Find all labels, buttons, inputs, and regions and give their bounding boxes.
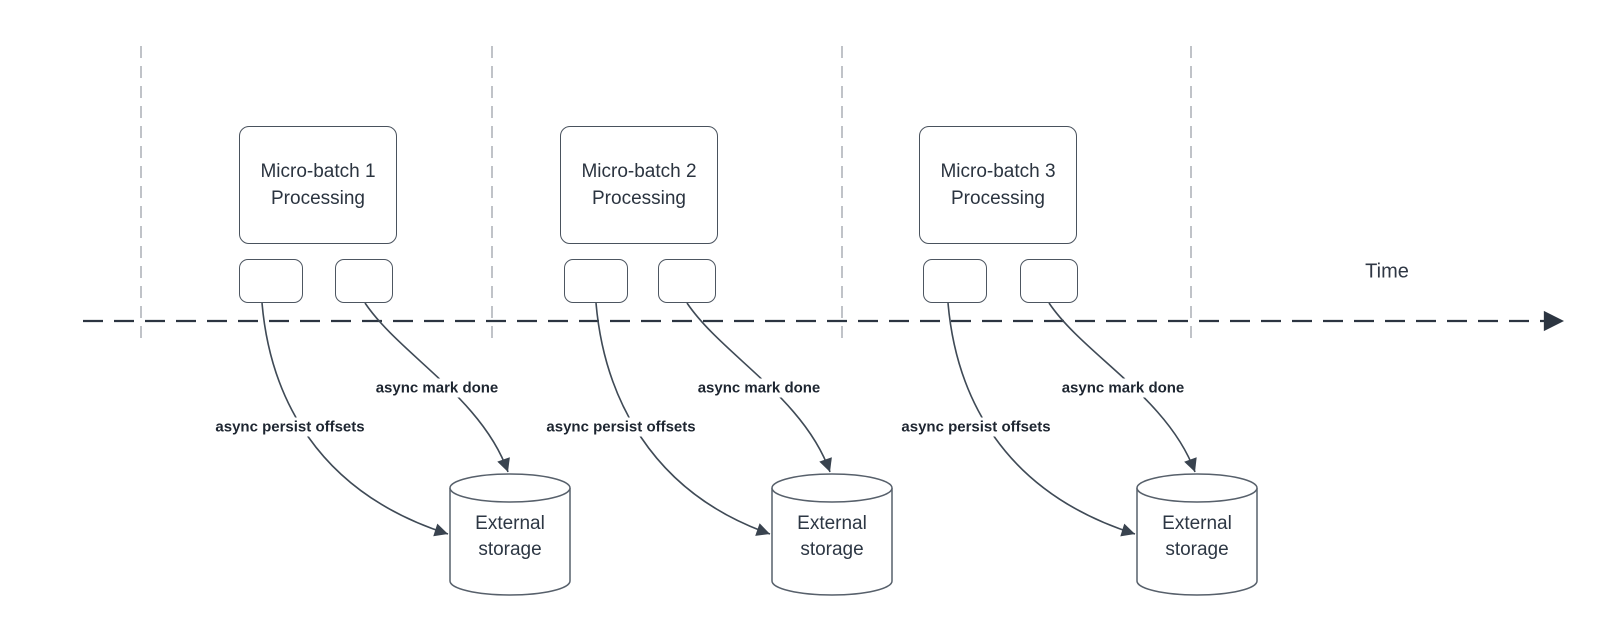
external-storage-1-label: External storage [450, 511, 570, 563]
cylinder-top [449, 473, 571, 503]
external-storage-3-label: External storage [1137, 511, 1257, 563]
batch2-persist-offsets-arrow [595, 302, 771, 536]
external-storage-2-label: External storage [772, 511, 892, 563]
batch1-mark-done-task-box [335, 259, 393, 303]
time-axis-label: Time [1365, 260, 1409, 283]
micro-batch-2-title-line2: Processing [592, 188, 686, 209]
batch3-persist-offsets-label: async persist offsets [898, 417, 1054, 437]
storage-cylinder-2 [771, 473, 893, 596]
cylinder-top [1136, 473, 1258, 503]
micro-batch-1-title-line1: Micro-batch 1 [260, 161, 376, 182]
batch3-persist-offsets-arrow [947, 302, 1136, 537]
external-storage-1-line1: External [475, 513, 545, 534]
batch1-persist-offsets-arrow [261, 302, 449, 537]
micro-batch-2-processing-box: Micro-batch 2 Processing [560, 126, 718, 244]
micro-batch-3-processing-box: Micro-batch 3 Processing [919, 126, 1077, 244]
micro-batch-2-title-line1: Micro-batch 2 [581, 161, 697, 182]
external-storage-1-line2: storage [478, 539, 542, 560]
batch3-mark-done-task-box [1020, 259, 1078, 303]
external-storage-3-line1: External [1162, 513, 1232, 534]
storage-cylinder-1 [449, 473, 571, 596]
batch2-persist-offsets-label: async persist offsets [543, 417, 699, 437]
external-storage-3-line2: storage [1165, 539, 1229, 560]
batch1-persist-offsets-label: async persist offsets [212, 417, 368, 437]
external-storage-2-line2: storage [800, 539, 864, 560]
external-storage-2-line1: External [797, 513, 867, 534]
cylinder-body [771, 488, 893, 596]
batch2-persist-offsets-task-box [564, 259, 628, 303]
batch3-mark-done-label: async mark done [1058, 378, 1188, 398]
batch2-mark-done-task-box [658, 259, 716, 303]
micro-batch-3-title-line2: Processing [951, 188, 1045, 209]
storage-cylinder-3 [1136, 473, 1258, 596]
cylinder-body [1136, 488, 1258, 596]
batch3-persist-offsets-task-box [923, 259, 987, 303]
batch1-persist-offsets-task-box [239, 259, 303, 303]
micro-batch-3-title-line1: Micro-batch 3 [940, 161, 1056, 182]
cylinder-top [771, 473, 893, 503]
batch1-mark-done-label: async mark done [372, 378, 502, 398]
cylinder-body [449, 488, 571, 596]
micro-batch-1-processing-box: Micro-batch 1 Processing [239, 126, 397, 244]
micro-batch-1-title-line2: Processing [271, 188, 365, 209]
batch2-mark-done-label: async mark done [694, 378, 824, 398]
